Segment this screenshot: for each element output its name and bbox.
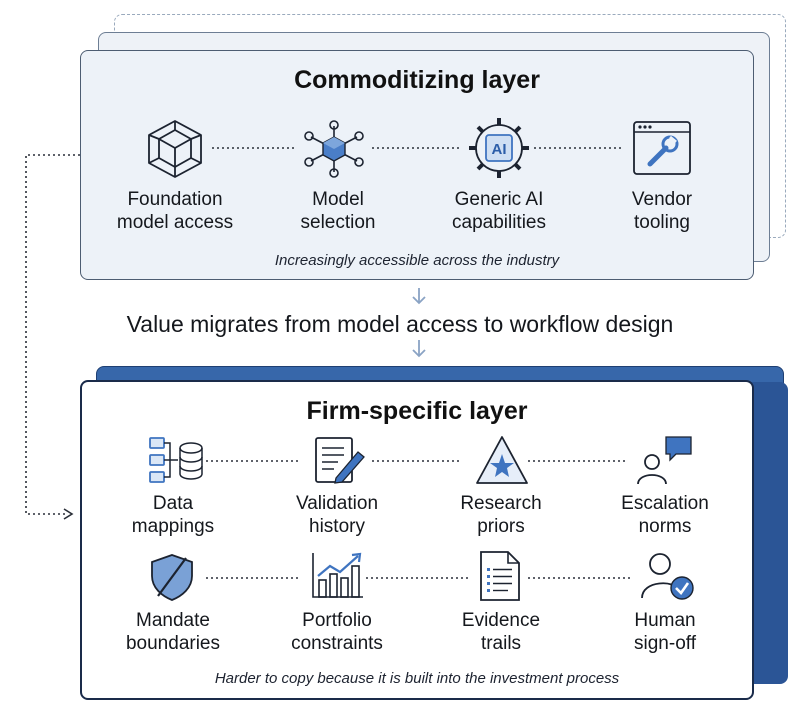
- firm-layer-side: [748, 382, 788, 684]
- commoditizing-title: Commoditizing layer: [294, 66, 540, 94]
- ai-chip-text: AI: [492, 141, 507, 158]
- data-mapping-icon: [149, 437, 203, 483]
- transition-statement: Value migrates from model access to work…: [126, 311, 674, 337]
- feedback-loop-line: [25, 154, 80, 515]
- firm-specific-caption: Harder to copy because it is built into …: [214, 670, 620, 687]
- document-list-icon: [480, 551, 520, 601]
- item-label: Validation history: [295, 493, 379, 537]
- bar-chart-trend-icon: [312, 552, 363, 598]
- item-label: Portfolio constraints: [291, 610, 383, 654]
- item-label: Escalation norms: [621, 493, 709, 537]
- document-pen-icon: [315, 437, 365, 484]
- item-label: Data mappings: [131, 493, 215, 537]
- firm-specific-layer-card: [80, 380, 754, 700]
- item-label: Foundation model access: [116, 189, 234, 233]
- triangle-star-icon: [476, 436, 528, 484]
- browser-wrench-icon: [633, 121, 691, 175]
- item-label: Model selection: [300, 189, 376, 233]
- polyhedron-icon: [148, 120, 202, 178]
- item-label: Research priors: [460, 493, 542, 537]
- network-hub-icon: [304, 120, 364, 178]
- slashed-shield-icon: [151, 554, 193, 601]
- item-label: Generic AI capabilities: [452, 189, 546, 233]
- item-label: Mandate boundaries: [125, 610, 221, 654]
- item-label: Evidence trails: [461, 610, 541, 654]
- loop-arrowhead: [63, 508, 74, 520]
- item-label: Vendor tooling: [631, 189, 693, 233]
- item-label: Human sign-off: [634, 610, 696, 654]
- person-chat-icon: [637, 436, 692, 485]
- person-check-icon: [641, 553, 694, 600]
- firm-specific-title: Firm-specific layer: [306, 397, 528, 425]
- commoditizing-layer-card: [80, 50, 754, 280]
- commoditizing-caption: Increasingly accessible across the indus…: [274, 252, 560, 269]
- ai-chip-gear-icon: AI: [469, 118, 529, 178]
